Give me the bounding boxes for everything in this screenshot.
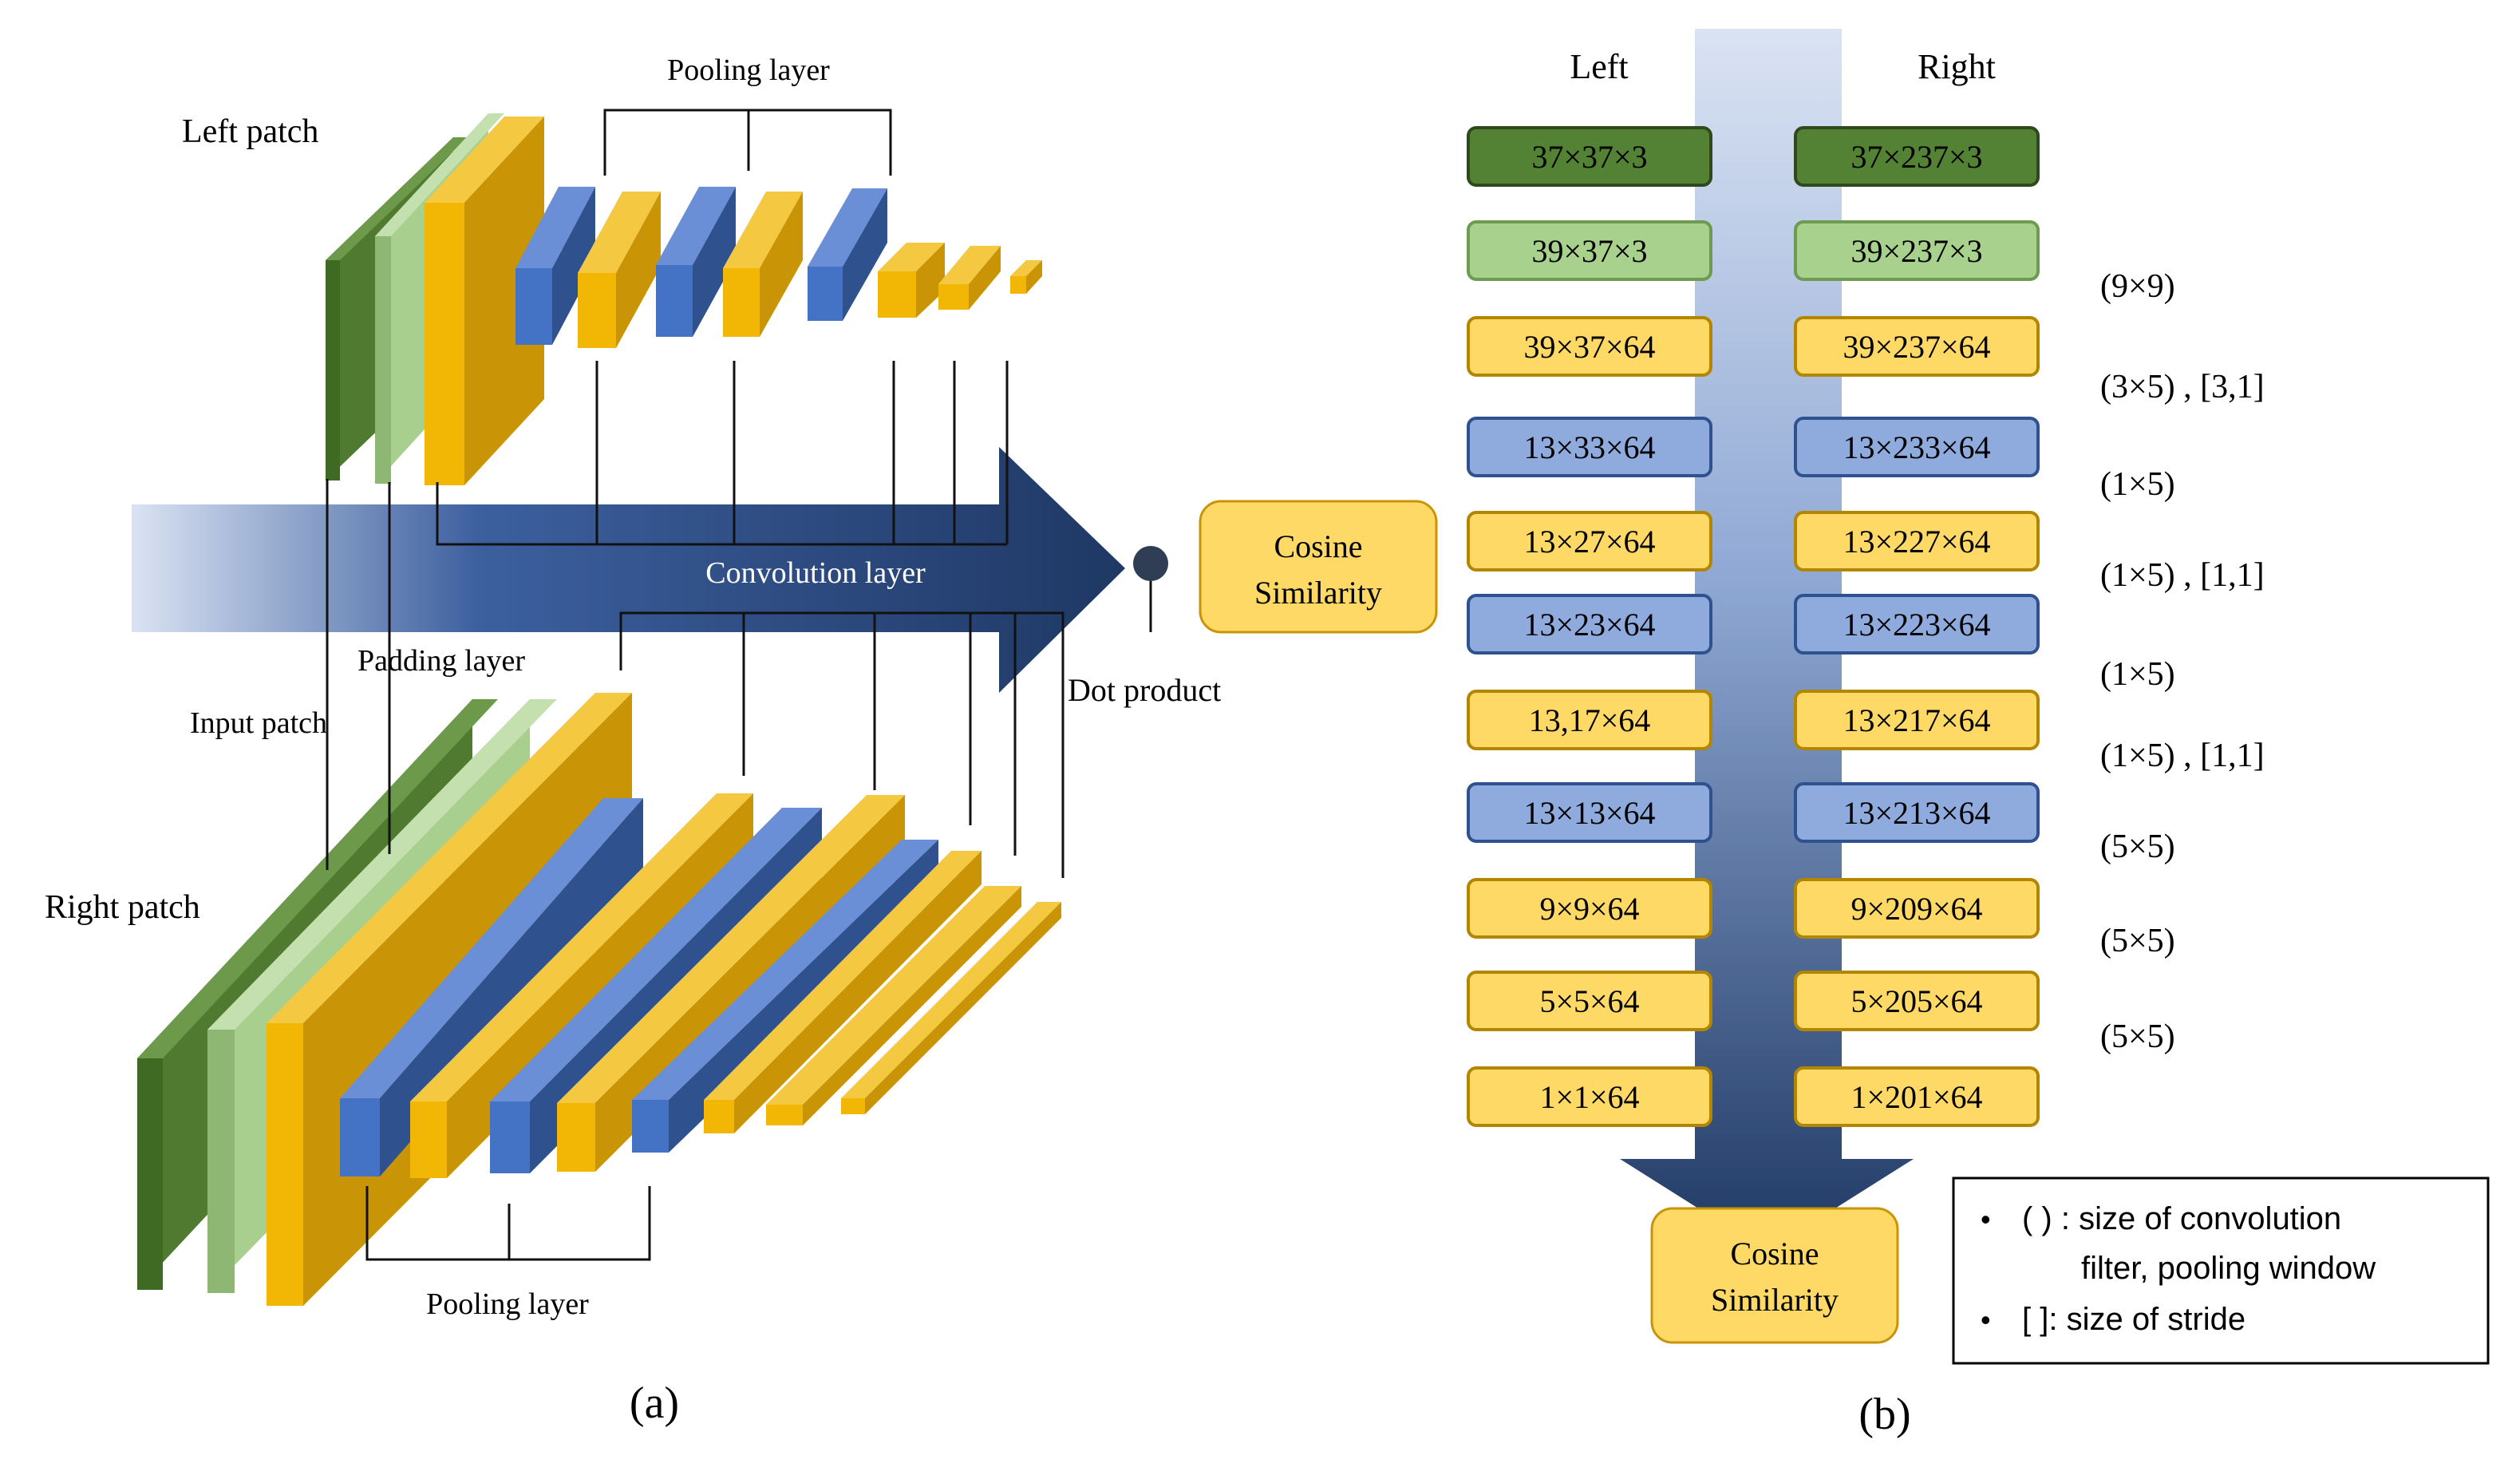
dim-label-left: 13×23×64 <box>1523 607 1655 643</box>
dim-box-left <box>1467 782 1712 843</box>
dim-label-left: 39×37×3 <box>1531 233 1647 269</box>
dim-label-right: 13×227×64 <box>1843 524 1990 560</box>
right-patch-stack <box>137 693 1061 1306</box>
dim-label-left: 13×33×64 <box>1523 429 1655 465</box>
pooling-top-label: Pooling layer <box>667 53 830 87</box>
dim-box-left <box>1467 511 1712 571</box>
dim-box-right <box>1794 126 2040 187</box>
dim-label-right: 9×209×64 <box>1851 891 1982 927</box>
dim-label-right: 39×237×3 <box>1851 233 1982 269</box>
dim-label-left: 13,17×64 <box>1529 702 1651 738</box>
legend-bullet-2: • <box>1981 1303 1991 1336</box>
dim-label-right: 5×205×64 <box>1851 983 1982 1019</box>
dot-product-node <box>1133 546 1168 581</box>
convolution-arrow <box>132 447 1125 693</box>
dim-box-left <box>1467 220 1712 281</box>
dim-box-right <box>1794 511 2040 571</box>
dim-label-right: 1×201×64 <box>1851 1079 1982 1115</box>
layer-annotation: (1×5) <box>2100 466 2175 503</box>
annotations: (9×9) (3×5) , [3,1] (1×5) (1×5) , [1,1] (1×5… <box>2100 268 2265 1055</box>
panel-b: Left Right 37×37×3 37×237×3 39×37×3 39×237×… <box>1467 29 2490 1439</box>
dim-box-right <box>1794 971 2040 1031</box>
left-patch-label: Left patch <box>182 113 318 150</box>
dim-label-left: 5×5×64 <box>1539 983 1639 1019</box>
padding-label: Padding layer <box>357 644 525 678</box>
dim-label-right: 13×217×64 <box>1843 702 1990 738</box>
dim-label-left: 9×9×64 <box>1539 891 1639 927</box>
connector-lines <box>326 109 1152 1261</box>
dim-box-right <box>1794 1066 2040 1127</box>
cosine-box-a <box>1199 500 1438 634</box>
dot-product-label: Dot product <box>1068 672 1221 708</box>
dim-label-left: 1×1×64 <box>1539 1079 1639 1115</box>
dimension-rows: 37×37×3 37×237×3 39×37×3 39×237×3 39×37×64 39… <box>1467 126 2040 1127</box>
left-patch-stack <box>326 113 1042 485</box>
input-label: Input patch <box>190 706 327 740</box>
right-patch-label: Right patch <box>45 889 200 926</box>
legend-item2: [ ]: size of stride <box>2022 1302 2245 1337</box>
layer-annotation: (5×5) <box>2100 923 2175 959</box>
dim-label-left: 13×13×64 <box>1523 795 1655 831</box>
dim-box-right <box>1794 417 2040 477</box>
legend-box <box>1952 1176 2490 1365</box>
left-header: Left <box>1570 47 1628 86</box>
dim-box-right <box>1794 782 2040 843</box>
layer-annotation: (5×5) <box>2100 1018 2175 1055</box>
dim-label-left: 37×37×3 <box>1531 139 1647 175</box>
dim-box-right <box>1794 220 2040 281</box>
caption-a: (a) <box>630 1378 679 1428</box>
cosine-b-line2: Similarity <box>1711 1282 1839 1318</box>
layer-annotation: (1×5) , [1,1] <box>2100 557 2265 594</box>
cosine-a-line2: Similarity <box>1254 575 1382 611</box>
dim-label-left: 39×37×64 <box>1523 329 1655 365</box>
dim-label-right: 39×237×64 <box>1843 329 1990 365</box>
dim-box-right <box>1794 690 2040 750</box>
dim-label-right: 37×237×3 <box>1851 139 1982 175</box>
layer-annotation: (3×5) , [3,1] <box>2100 369 2265 405</box>
layer-annotation: (1×5) <box>2100 656 2175 693</box>
dim-box-left <box>1467 1066 1712 1127</box>
dim-box-right <box>1794 316 2040 377</box>
dim-box-left <box>1467 417 1712 477</box>
cosine-b-line1: Cosine <box>1730 1236 1819 1271</box>
layer-annotation: (9×9) <box>2100 268 2175 305</box>
legend-bullet-1: • <box>1981 1203 1991 1236</box>
dim-box-left <box>1467 316 1712 377</box>
dim-label-right: 13×213×64 <box>1843 795 1990 831</box>
layer-annotation: (5×5) <box>2100 828 2175 865</box>
caption-b: (b) <box>1858 1390 1910 1439</box>
right-header: Right <box>1918 47 1996 86</box>
dim-box-right <box>1794 878 2040 939</box>
pooling-bottom-label: Pooling layer <box>426 1287 589 1321</box>
convolution-label: Convolution layer <box>705 556 926 590</box>
dim-box-left <box>1467 971 1712 1031</box>
dim-box-left <box>1467 878 1712 939</box>
cosine-a-line1: Cosine <box>1274 528 1362 564</box>
dim-box-left <box>1467 126 1712 187</box>
dim-box-left <box>1467 594 1712 654</box>
dim-label-right: 13×223×64 <box>1843 607 1990 643</box>
dim-box-left <box>1467 690 1712 750</box>
layer-annotation: (1×5) , [1,1] <box>2100 738 2265 774</box>
legend-item1-line1: ( ) : size of convolution <box>2022 1201 2341 1236</box>
dim-box-right <box>1794 594 2040 654</box>
dim-label-left: 13×27×64 <box>1523 524 1655 560</box>
cosine-box-b <box>1650 1207 1899 1344</box>
legend-item1-line2: filter, pooling window <box>2081 1251 2376 1286</box>
panel-a: Cosine Similarity Pooling layer Left pat… <box>45 53 1438 1428</box>
dim-label-right: 13×233×64 <box>1843 429 1990 465</box>
